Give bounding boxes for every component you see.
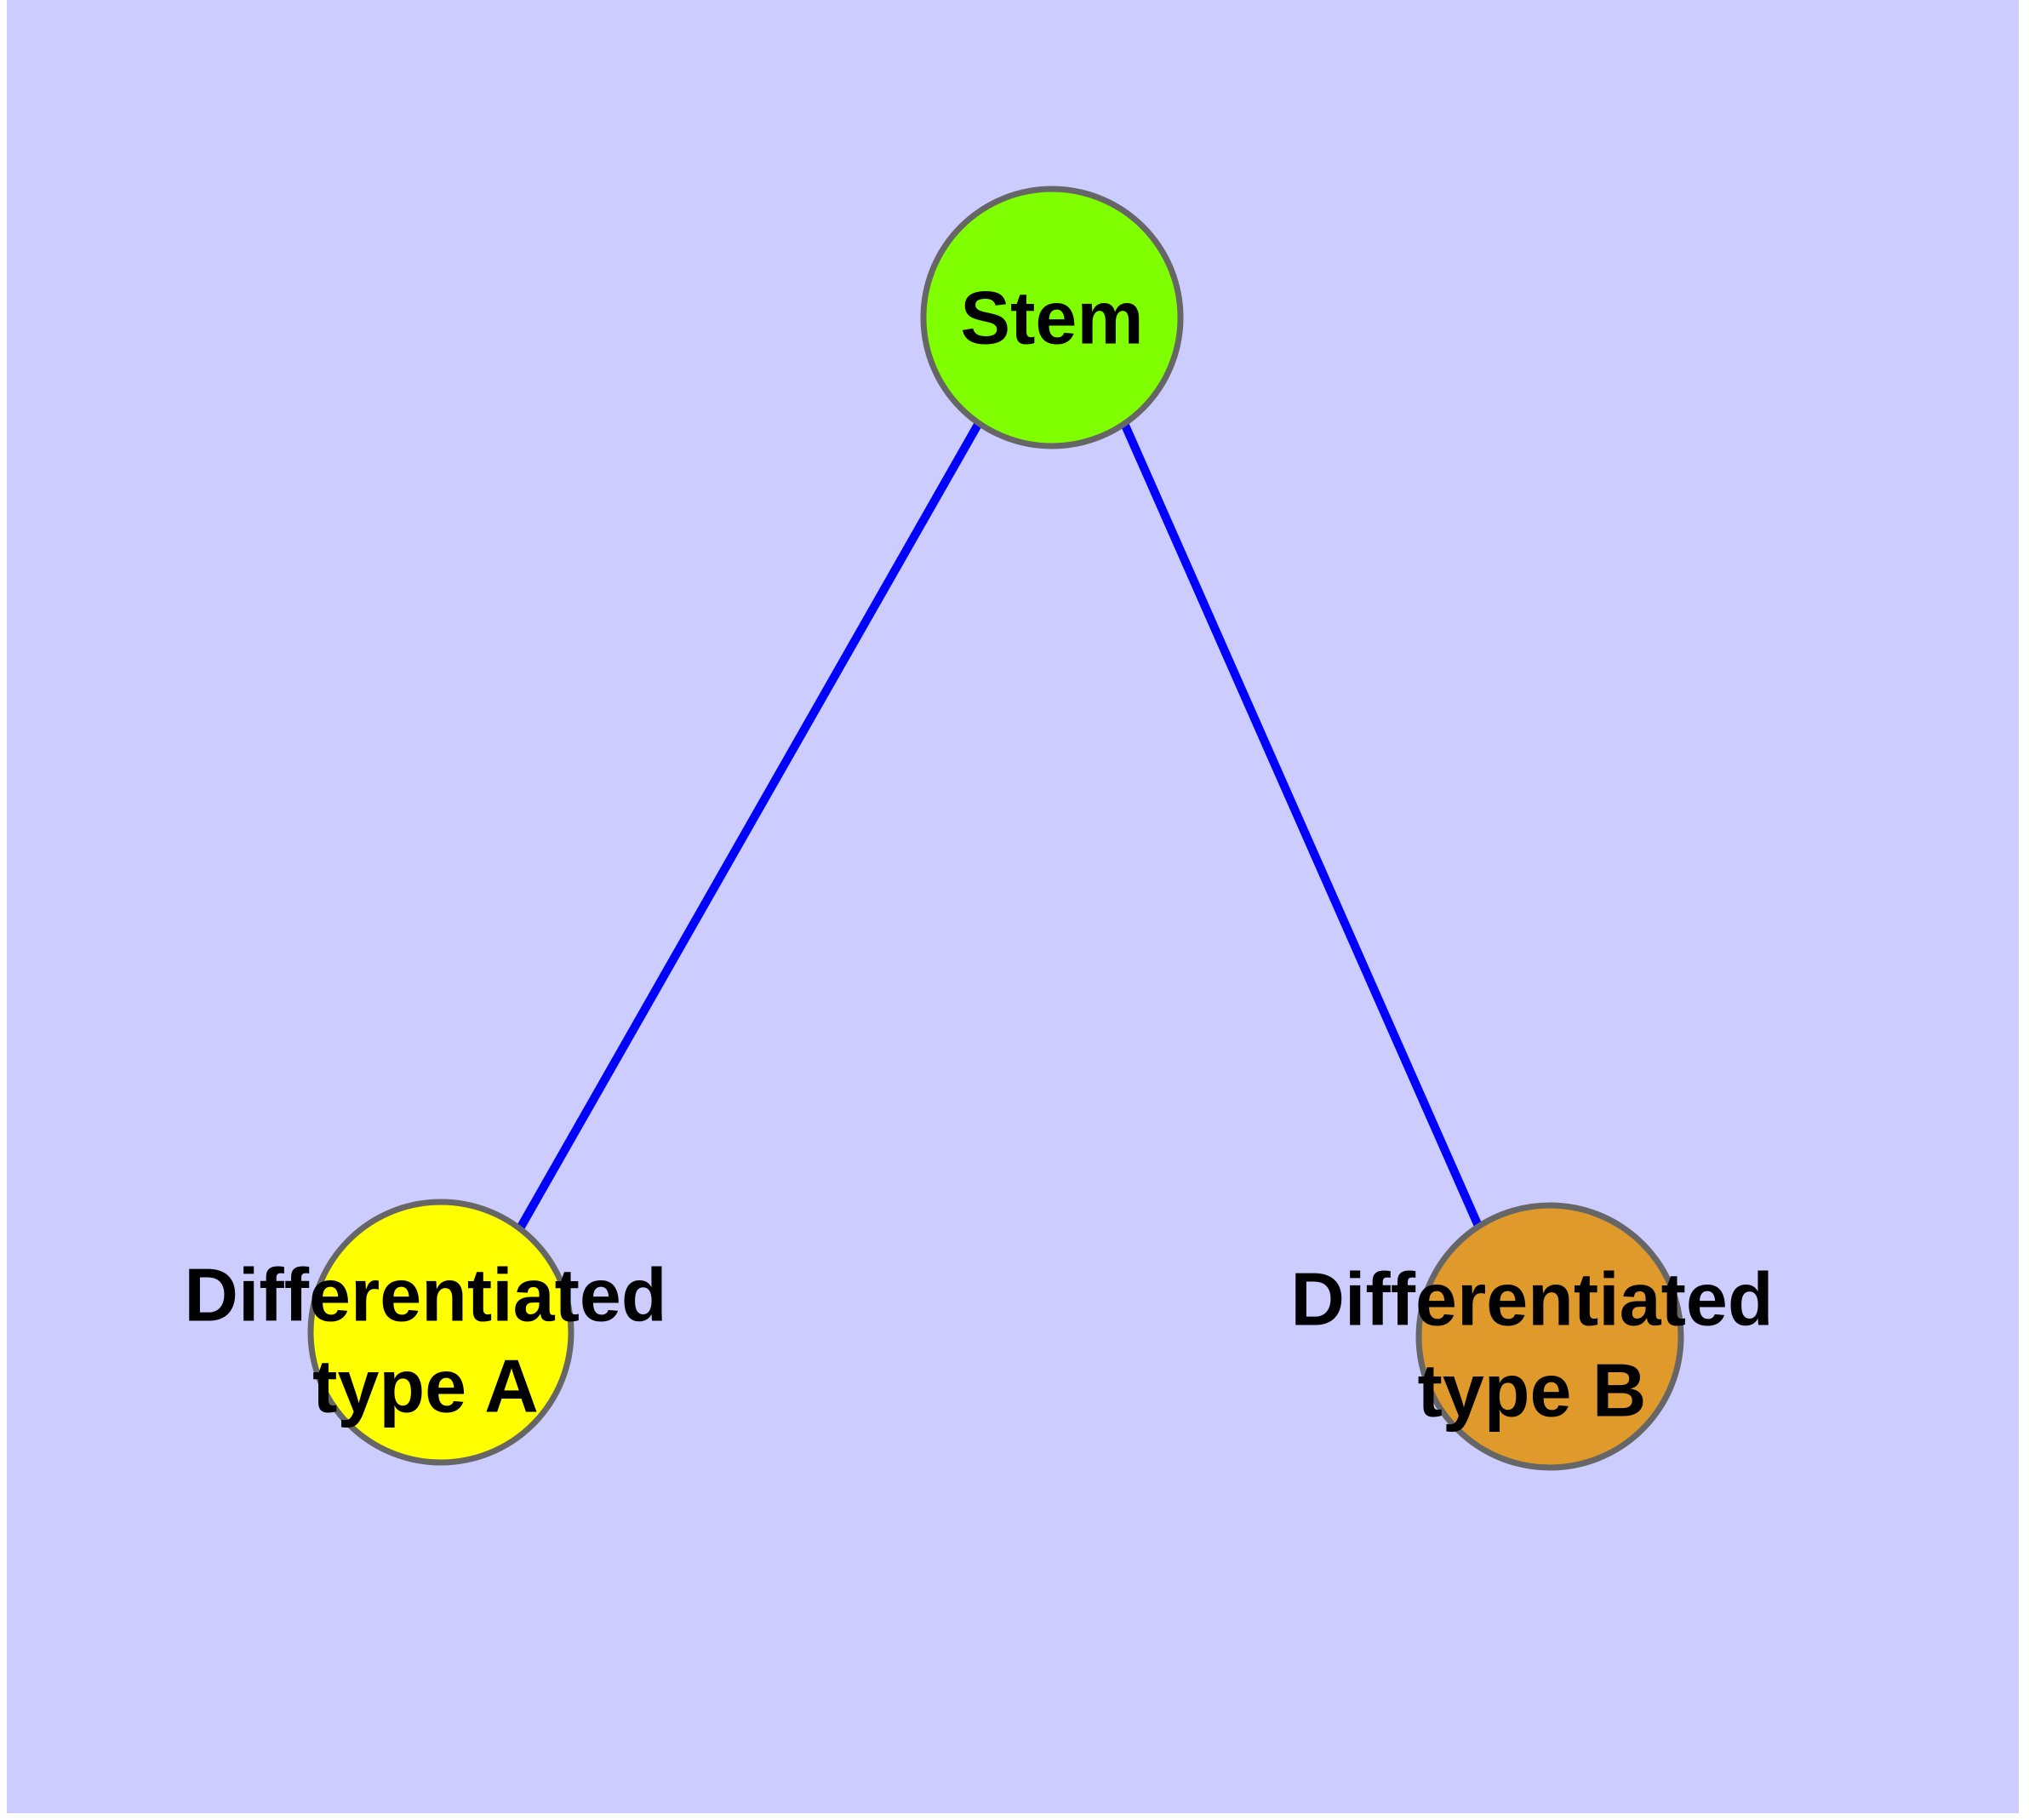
node-diff-b[interactable] <box>1415 1202 1684 1471</box>
node-label-diff-b-line1: Differentiated <box>1290 1257 1773 1342</box>
node-label-stem: Stem <box>960 276 1143 360</box>
node-label-diff-a-line2: type A <box>312 1344 539 1428</box>
label-layer: Stem Differentiated type A Differentiate… <box>184 276 1773 1433</box>
edge-layer <box>516 419 1485 1234</box>
node-diff-a[interactable] <box>307 1199 574 1466</box>
node-label-diff-b-line2: type B <box>1418 1348 1647 1433</box>
node-circle-stem[interactable] <box>920 186 1184 449</box>
node-label-diff-a-line1: Differentiated <box>184 1253 666 1337</box>
edge-stem-diff-b[interactable] <box>1119 419 1485 1234</box>
node-circle-diff-b[interactable] <box>1415 1202 1684 1471</box>
node-stem[interactable] <box>920 186 1184 449</box>
edge-stem-diff-a[interactable] <box>516 421 983 1231</box>
node-layer <box>307 186 1684 1471</box>
node-circle-diff-a[interactable] <box>307 1199 574 1466</box>
